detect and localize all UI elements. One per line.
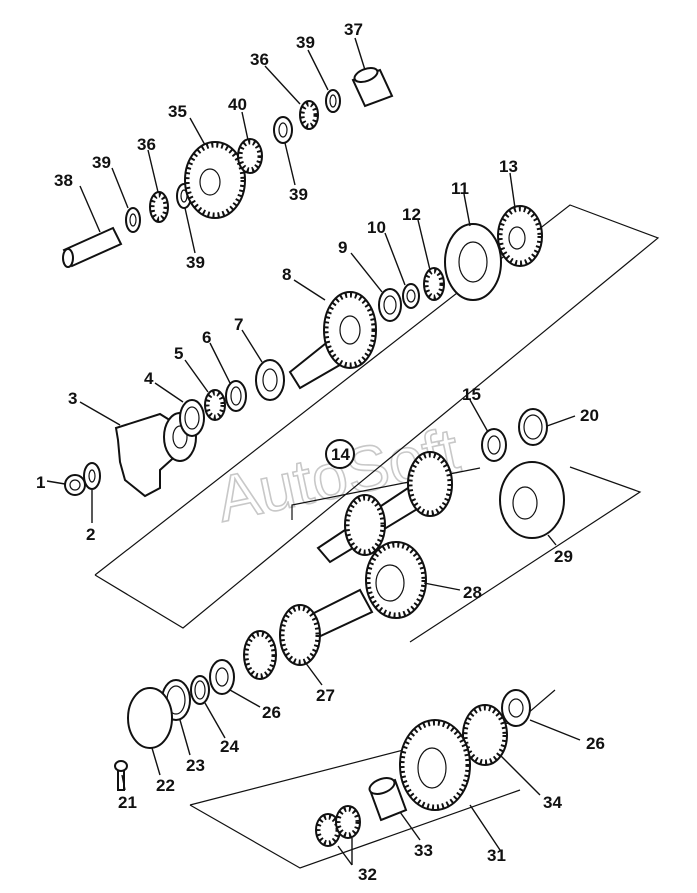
callout-36-left: 36 — [137, 135, 156, 154]
callout-14: 14 — [331, 445, 350, 464]
gear-13 — [497, 205, 543, 267]
callout-39-top: 39 — [296, 33, 315, 52]
callout-22: 22 — [156, 776, 175, 795]
gear-28 — [365, 541, 427, 619]
callout-36-right: 36 — [250, 50, 269, 69]
bearing-7 — [255, 359, 285, 401]
callout-15: 15 — [462, 385, 481, 404]
callout-4: 4 — [144, 369, 154, 388]
washer-39-right — [325, 89, 341, 113]
callout-20: 20 — [580, 406, 599, 425]
ring-6 — [225, 380, 247, 412]
seal-4 — [179, 399, 205, 437]
callout-26-left: 26 — [262, 703, 281, 722]
ring-10 — [402, 283, 420, 309]
callout-21: 21 — [118, 793, 137, 812]
callout-33: 33 — [414, 841, 433, 860]
bolt-21 — [114, 760, 128, 791]
callout-9: 9 — [338, 238, 347, 257]
callout-27: 27 — [316, 686, 335, 705]
pin-38 — [62, 226, 123, 268]
gear-31 — [399, 719, 471, 811]
callout-29: 29 — [554, 547, 573, 566]
callout-labels: 1 2 3 4 5 6 7 8 9 10 12 11 13 14 15 20 2… — [36, 20, 605, 884]
washer-9 — [378, 288, 402, 322]
countershaft-cluster — [316, 451, 453, 564]
callout-11: 11 — [451, 179, 469, 198]
callout-8: 8 — [282, 265, 291, 284]
callout-6: 6 — [202, 328, 211, 347]
callout-26-right: 26 — [586, 734, 605, 753]
shaft-gear-8 — [288, 291, 377, 390]
gear-34 — [462, 704, 508, 766]
synchronizer-11 — [444, 223, 502, 301]
callout-39-lower: 39 — [186, 253, 205, 272]
bearing-26-left — [209, 659, 235, 695]
washer-39-lower — [273, 116, 293, 144]
bearing-26-right — [501, 689, 531, 727]
callout-1: 1 — [36, 473, 45, 492]
group-box-middle-right — [409, 466, 642, 643]
callout-40: 40 — [228, 95, 247, 114]
callout-5: 5 — [174, 344, 183, 363]
group-box-upper — [94, 204, 660, 629]
bearing-12 — [423, 267, 445, 301]
callout-7: 7 — [234, 315, 243, 334]
synchronizer-29 — [499, 461, 565, 539]
bearing-15 — [481, 428, 507, 462]
bearing-36-right — [299, 100, 319, 130]
mainshaft-27 — [243, 588, 374, 680]
callout-23: 23 — [186, 756, 205, 775]
gear-35 — [184, 141, 246, 219]
washer-2 — [83, 462, 101, 490]
callout-13: 13 — [499, 157, 518, 176]
gear-40 — [237, 138, 263, 174]
callout-38: 38 — [54, 171, 73, 190]
sleeve-37 — [351, 67, 394, 108]
washer-39-left — [125, 207, 141, 233]
callout-34: 34 — [543, 793, 562, 812]
bearing-36-left — [149, 191, 169, 223]
part-14 — [325, 439, 355, 469]
callout-3: 3 — [68, 389, 77, 408]
needle-bearing-32 — [315, 805, 361, 847]
callout-37: 37 — [344, 20, 363, 39]
callout-31: 31 — [487, 846, 506, 865]
callout-32: 32 — [358, 865, 377, 884]
callout-35: 35 — [168, 102, 187, 121]
cover-22 — [127, 687, 173, 749]
nut-1 — [64, 474, 86, 496]
callout-39-left: 39 — [92, 153, 111, 172]
leader-lines — [46, 37, 581, 866]
bushing-33 — [368, 777, 408, 822]
callout-28: 28 — [463, 583, 482, 602]
callout-24: 24 — [220, 737, 239, 756]
snap-ring-24 — [190, 675, 210, 705]
callout-12: 12 — [402, 205, 421, 224]
callout-39-mid: 39 — [289, 185, 308, 204]
group-box-lower-bottom — [189, 789, 521, 869]
callout-2: 2 — [86, 525, 95, 544]
callout-10: 10 — [367, 218, 386, 237]
bearing-5 — [204, 389, 226, 421]
ring-20 — [518, 408, 548, 446]
